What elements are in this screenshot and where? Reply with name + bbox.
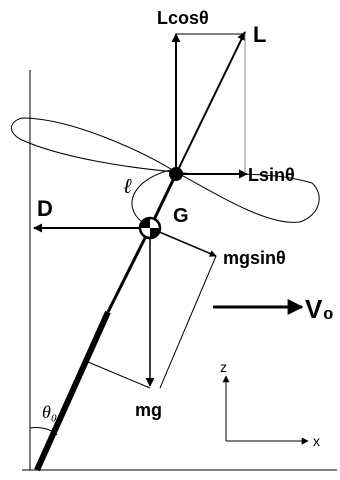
rotor-hub (169, 167, 183, 181)
velocity-label: V₀ (305, 294, 334, 324)
weight-component-arrow (149, 227, 217, 257)
lift-horizontal-label: Lsinθ (248, 165, 295, 185)
length-arc (131, 169, 171, 223)
shaft-lower (34, 310, 111, 472)
weight-component-label: mgsinθ (223, 248, 286, 268)
axis-z-label: z (220, 359, 227, 375)
center-of-gravity-label: G (173, 205, 189, 227)
angle-arc (29, 427, 58, 436)
lift-vertical-label: Lcosθ (157, 8, 209, 28)
drag-label: D (37, 196, 53, 221)
lift-arrow (175, 31, 246, 175)
angle-label: θ₀ (42, 402, 57, 422)
shaft-middle (106, 227, 152, 313)
center-of-gravity-symbol (138, 216, 162, 240)
weight-construction-b (87, 361, 151, 389)
weight-construction-a (159, 255, 217, 389)
weight-label: mg (135, 400, 162, 420)
lift-label: L (253, 22, 266, 47)
axis-x-label: x (313, 433, 320, 449)
length-label: ℓ (123, 174, 132, 198)
